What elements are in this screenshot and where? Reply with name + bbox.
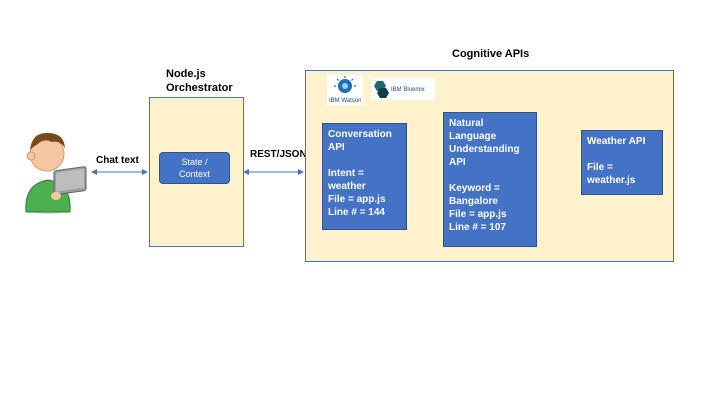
conversation-api-box: Conversation API Intent = weather File =… (322, 123, 407, 230)
state-context-box: State / Context (159, 152, 230, 184)
nlu-api-line: Line # = 107 (449, 222, 506, 233)
conversation-api-line (328, 154, 401, 167)
nlu-api-line: Understanding (449, 144, 520, 155)
conversation-api-line: Line # = 144 (328, 207, 385, 218)
rest-json-label: REST/JSON (250, 149, 307, 160)
weather-api-line: weather.js (587, 175, 636, 186)
weather-api-line: Weather API (587, 136, 646, 147)
weather-api-box: Weather API File = weather.js (581, 130, 663, 195)
ibm-bluemix-logo: IBM Bluemix (371, 78, 435, 100)
bluemix-logo-text: IBM Bluemix (391, 87, 425, 93)
nlu-api-line: Natural (449, 118, 484, 129)
nlu-api-line: Bangalore (449, 196, 498, 207)
nlu-api-line: File = app.js (449, 209, 507, 220)
chat-text-label: Chat text (96, 155, 139, 166)
nlu-api-line (449, 169, 531, 182)
watson-logo-text: IBM Watson (329, 98, 361, 104)
state-line2: Context (178, 169, 211, 179)
state-line1: State / (181, 157, 208, 167)
conversation-api-line: weather (328, 181, 366, 192)
conversation-api-line: Conversation (328, 129, 392, 140)
conversation-api-line: Intent = (328, 168, 364, 179)
conversation-api-line: File = app.js (328, 194, 386, 205)
weather-api-line (587, 148, 657, 161)
nlu-api-box: Natural Language Understanding API Keywo… (443, 112, 537, 247)
nlu-api-line: Keyword = (449, 183, 500, 194)
weather-api-line: File = (587, 162, 613, 173)
nlu-api-line: Language (449, 131, 497, 142)
orchestrator-title-line2: Orchestrator (166, 82, 233, 94)
user-with-laptop-icon (25, 132, 87, 214)
ibm-watson-logo: IBM Watson (327, 75, 363, 105)
orchestrator-title-line1: Node.js (166, 68, 206, 80)
conversation-api-line: API (328, 142, 345, 153)
nlu-api-line: API (449, 157, 466, 168)
cognitive-apis-title: Cognitive APIs (452, 48, 530, 60)
